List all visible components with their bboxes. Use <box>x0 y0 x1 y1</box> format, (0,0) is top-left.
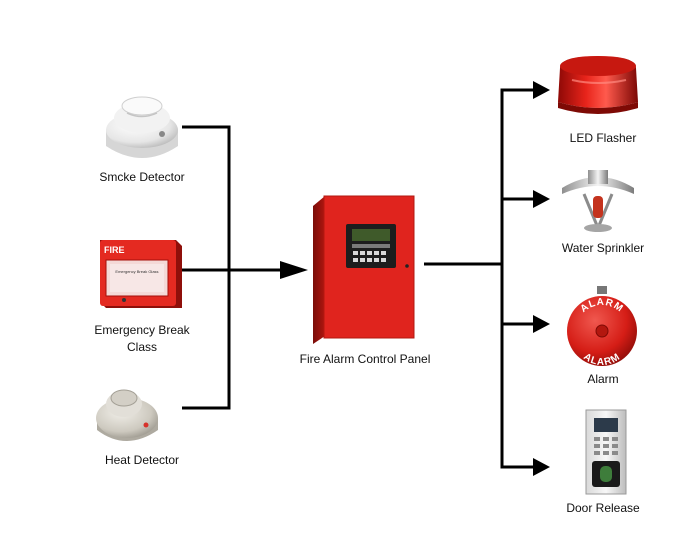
smoke-detector-icon <box>106 96 178 158</box>
alarm-bell-text-top: ALARM <box>579 297 625 315</box>
arrow-door-release <box>533 458 550 476</box>
alarm-bell-icon: ALARM ALARM <box>567 286 637 368</box>
arrow-led-flasher <box>533 81 550 99</box>
label-break-glass-line2: Class <box>126 340 157 354</box>
label-led-flasher: LED Flasher <box>569 131 637 145</box>
break-glass-icon: FIRE Emergency Break Glass <box>100 240 182 308</box>
svg-text:ALARM: ALARM <box>581 351 622 368</box>
sprinkler-icon <box>562 170 634 232</box>
label-water-sprinkler: Water Sprinkler <box>561 241 645 255</box>
arrow-sprinkler <box>533 190 550 208</box>
led-flasher-icon <box>558 56 638 114</box>
label-door-release: Door Release <box>566 501 640 515</box>
arrow-alarm <box>533 315 550 333</box>
label-break-glass-line1: Emergency Break <box>94 323 190 337</box>
control-panel-icon <box>313 195 415 344</box>
label-alarm: Alarm <box>587 372 619 386</box>
input-connectors <box>182 125 282 410</box>
output-connectors <box>424 88 536 469</box>
break-glass-subtext: Emergency Break Glass <box>115 269 158 274</box>
label-control-panel: Fire Alarm Control Panel <box>299 352 431 366</box>
heat-detector-icon <box>96 389 158 441</box>
output-arrows <box>533 81 550 476</box>
door-release-icon <box>585 409 627 495</box>
arrow-to-panel <box>280 261 308 279</box>
alarm-bell-text-bottom: ALARM <box>581 351 621 368</box>
label-smoke-detector: Smcke Detector <box>99 170 185 184</box>
break-glass-fire-text: FIRE <box>104 245 125 255</box>
svg-text:ALARM: ALARM <box>579 297 626 315</box>
label-heat-detector: Heat Detector <box>104 453 180 467</box>
